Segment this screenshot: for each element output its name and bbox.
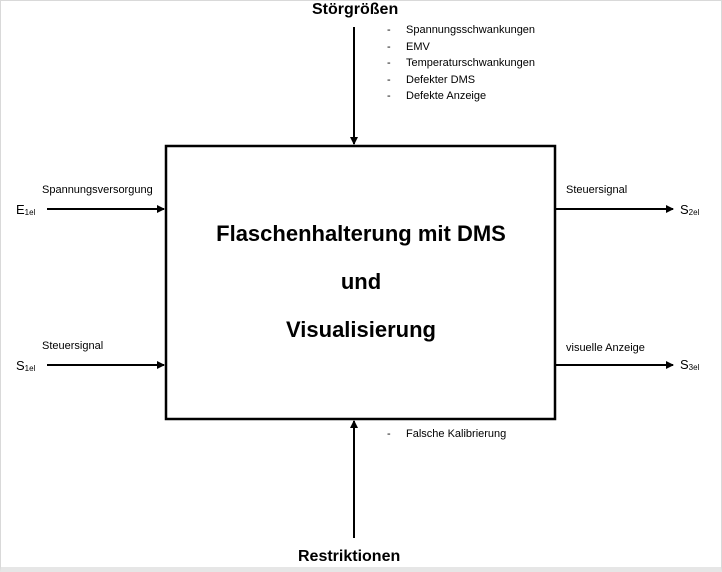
list-item: -Spannungsschwankungen (387, 24, 536, 36)
system-title-line-2: und (340, 269, 382, 294)
list-item: -Temperaturschwankungen (387, 57, 536, 69)
list-item: -Falsche Kalibrierung (387, 428, 507, 440)
output-label-control: Steuersignal (566, 184, 628, 196)
restrictions-title: Restriktionen (298, 548, 401, 565)
output-symbol-s2: S2el (680, 202, 700, 217)
input-symbol-s1: S1el (16, 358, 36, 373)
list-item: -Defekte Anzeige (387, 90, 487, 102)
list-item: -EMV (387, 40, 430, 53)
system-title-line-1: Flaschenhalterung mit DMS (216, 221, 506, 246)
output-symbol-s3: S3el (680, 357, 700, 372)
input-label-power: Spannungsversorgung (42, 184, 153, 196)
system-box (164, 144, 557, 421)
input-symbol-e1: E1el (16, 202, 36, 217)
list-item: -Defekter DMS (387, 73, 476, 86)
disturbances-title: Störgrößen (312, 1, 399, 18)
input-label-control: Steuersignal (42, 340, 104, 352)
disturbances-list: -Spannungsschwankungen -EMV -Temperaturs… (384, 22, 535, 105)
restrictions-list: -Falsche Kalibrierung (384, 426, 506, 443)
system-title-line-3: Visualisierung (286, 317, 436, 342)
system-title: Flaschenhalterung mit DMS und Visualisie… (167, 210, 555, 354)
output-label-display: visuelle Anzeige (566, 342, 645, 354)
